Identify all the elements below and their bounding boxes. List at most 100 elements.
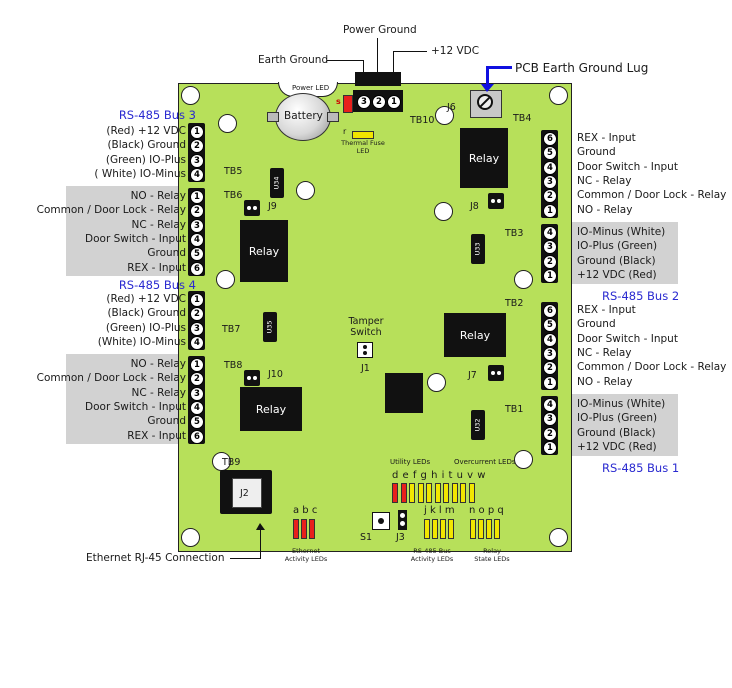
terminal-pin[interactable]: 2 [543, 254, 557, 269]
terminal-pin[interactable]: 2 [543, 361, 557, 376]
terminal-pin[interactable]: 6 [543, 304, 557, 318]
terminal-label: NC - Relay [577, 346, 632, 359]
terminal-pin[interactable]: 5 [543, 318, 557, 333]
battery-tab [327, 112, 339, 122]
led [451, 483, 458, 503]
j8-label: J8 [470, 201, 479, 212]
terminal-pin[interactable]: 1 [190, 293, 204, 307]
power-led-label: Power LED [292, 84, 330, 92]
terminal-pin[interactable]: 5 [190, 415, 204, 430]
terminal-pin[interactable]: 5 [543, 146, 557, 161]
terminal-pin[interactable]: 4 [190, 167, 204, 182]
tamper-switch-dot [363, 345, 367, 349]
led [424, 519, 430, 539]
terminal-pin[interactable]: 5 [190, 247, 204, 262]
terminal-pin[interactable]: 4 [543, 226, 557, 240]
terminal-pin[interactable]: 4 [543, 332, 557, 347]
terminal-label: Common / Door Lock - Relay [577, 189, 727, 202]
jumper-j7[interactable] [488, 365, 504, 381]
terminal-label: NO - Relay [577, 203, 633, 216]
tb10-pin[interactable]: 2 [372, 95, 386, 109]
led [392, 483, 398, 503]
bus-title: RS-485 Bus 2 [602, 289, 680, 303]
led [309, 519, 315, 539]
terminal-label: Ground [577, 146, 616, 159]
ethernet-led-letters: a b c [293, 505, 318, 516]
terminal-pin[interactable]: 1 [543, 203, 557, 218]
j3-jumper[interactable] [398, 510, 407, 530]
terminal-pin[interactable]: 6 [543, 132, 557, 146]
overcurrent-leds-label: Overcurrent LEDs [454, 458, 516, 466]
plus12vdc-label: +12 VDC [431, 45, 480, 57]
terminal-pin[interactable]: 3 [543, 240, 557, 255]
terminal-label: Ground [577, 318, 616, 331]
terminal-pin[interactable]: 2 [190, 204, 204, 219]
earth-ground-label: Earth Ground [258, 54, 329, 66]
power-ground-label: Power Ground [343, 24, 417, 36]
leader-arrow [256, 523, 265, 530]
tamper-switch[interactable] [357, 342, 373, 358]
terminal-label: Common / Door Lock - Relay [577, 361, 727, 374]
terminal-label: IO-Plus (Green) [577, 240, 658, 253]
terminal-pin[interactable]: 4 [543, 398, 557, 412]
j6-label: J6 [447, 102, 456, 113]
terminal-pin[interactable]: 2 [190, 372, 204, 387]
terminal-pin[interactable]: 4 [190, 335, 204, 350]
terminal-label: Door Switch - Input [577, 332, 678, 345]
terminal-label: Ground (Black) [577, 426, 656, 439]
terminal-pin[interactable]: 3 [190, 218, 204, 233]
terminal-label: NC - Relay [131, 218, 187, 231]
terminal-pin[interactable]: 3 [543, 174, 557, 189]
terminal-pin[interactable]: 4 [543, 160, 557, 175]
j3-jumper-pin [400, 521, 405, 526]
tb10-pin[interactable]: 1 [387, 95, 401, 109]
terminal-pin[interactable]: 2 [543, 189, 557, 204]
terminal-pin[interactable]: 3 [190, 153, 204, 168]
jumper-tb8[interactable] [244, 370, 260, 386]
terminal-pin[interactable]: 3 [543, 346, 557, 361]
led [301, 519, 307, 539]
j1-label: J1 [361, 363, 370, 374]
terminal-label: Door Switch - Input [577, 160, 678, 173]
terminal-pin[interactable]: 2 [190, 307, 204, 322]
leader-line [230, 558, 260, 559]
tb10-pin[interactable]: 3 [357, 95, 371, 109]
tb2-label: TB2 [505, 298, 524, 309]
terminal-pin[interactable]: 2 [543, 426, 557, 441]
terminal-pin[interactable]: 3 [190, 386, 204, 401]
j3-jumper-pin [400, 513, 405, 518]
terminal-pin[interactable]: 4 [190, 232, 204, 247]
terminal-pin[interactable]: 1 [543, 440, 557, 455]
terminal-label: NO - Relay [130, 190, 186, 202]
tb5-label: TB5 [224, 166, 243, 177]
tamper-switch-dot [363, 351, 367, 355]
mounting-hole [218, 114, 237, 133]
terminal-pin[interactable]: 6 [190, 429, 204, 444]
battery-tab [267, 112, 279, 122]
chip-u32: U32 [471, 410, 485, 440]
led [417, 483, 424, 503]
terminal-pin[interactable]: 1 [190, 125, 204, 139]
terminal-pin[interactable]: 1 [190, 190, 204, 204]
terminal-pin[interactable]: 1 [190, 358, 204, 372]
mounting-hole [549, 528, 568, 547]
terminal-label: Ground [147, 415, 186, 428]
ethernet-activity-leds-label: Ethernet Activity LEDs [284, 547, 328, 563]
mounting-hole [514, 270, 533, 289]
terminal-pin[interactable]: 2 [190, 139, 204, 154]
terminal-pin[interactable]: 3 [543, 412, 557, 427]
j2-label: J2 [240, 488, 249, 499]
j3-label: J3 [396, 532, 405, 543]
terminal-pin[interactable]: 3 [190, 321, 204, 336]
chip-u35: U35 [263, 312, 277, 342]
terminal-pin[interactable]: 1 [543, 375, 557, 390]
terminal-pin[interactable]: 1 [543, 268, 557, 283]
terminal-label: Door Switch - Input [85, 232, 186, 245]
terminal-pin[interactable]: 4 [190, 400, 204, 415]
jumper-tb6[interactable] [244, 200, 260, 216]
terminal-pin[interactable]: 6 [190, 261, 204, 276]
leader-line [393, 51, 427, 52]
mounting-hole [514, 450, 533, 469]
led [400, 483, 407, 503]
jumper-j8[interactable] [488, 193, 504, 209]
